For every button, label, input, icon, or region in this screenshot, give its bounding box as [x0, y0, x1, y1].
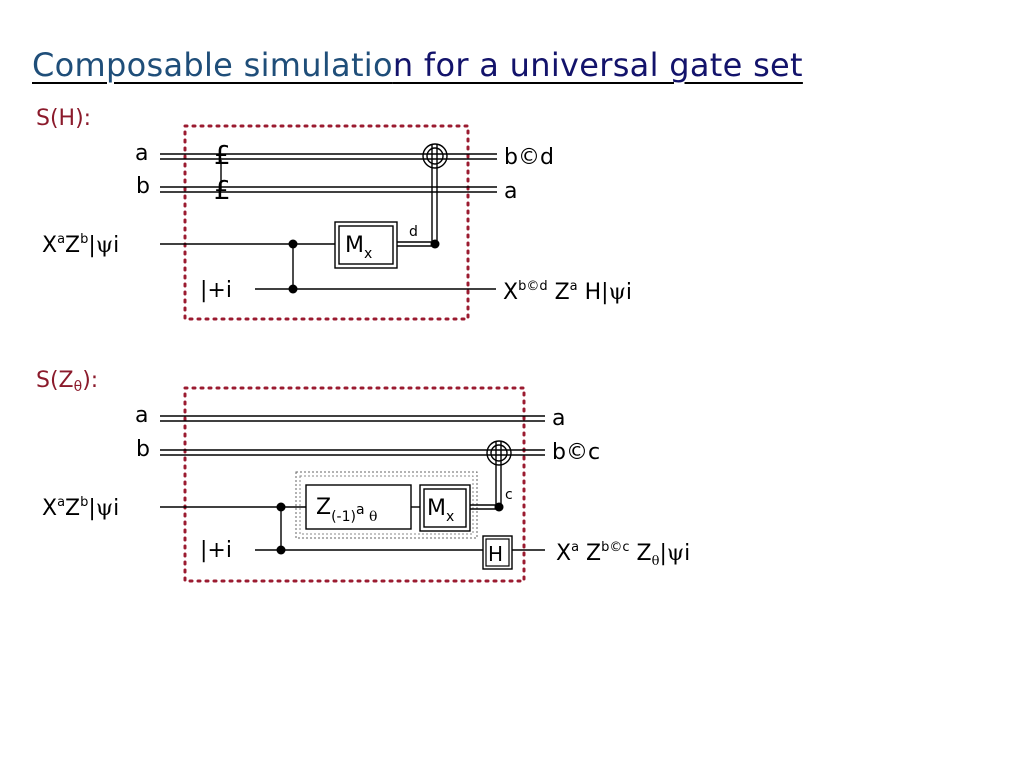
classical-control-dot	[494, 502, 504, 512]
z-rotation-label: Z(-1)a θ	[316, 495, 377, 525]
xor-target-symbol	[422, 143, 448, 169]
cz-control-dot-top	[276, 502, 286, 512]
wire-label-c: c	[505, 487, 513, 503]
cz-control-dot-bottom	[276, 545, 286, 555]
input-label-b: b	[136, 174, 150, 199]
swap-mark-top: £	[214, 141, 231, 171]
input-label-a: a	[135, 141, 148, 166]
classical-control-dot	[430, 239, 440, 249]
hadamard-gate-label: H	[488, 542, 503, 566]
section-label-phase-base: S(Z	[36, 368, 74, 393]
measure-x-gate-outer	[334, 221, 398, 269]
slide-title: Composable simulation for a universal ga…	[32, 46, 803, 84]
output-state-label: Xb©d Za H|ψi	[503, 279, 632, 305]
measure-x-gate-outer	[419, 484, 471, 532]
wire-label-d: d	[409, 224, 418, 240]
phase-circuit: Z(-1)a θ Mx c H a b X	[42, 386, 690, 583]
output-label-top: b©d	[504, 145, 554, 170]
measure-x-gate-inner	[423, 488, 467, 528]
hadamard-gate-inner	[485, 538, 510, 567]
output-state-label: Xa Zb©c Zθ|ψi	[556, 540, 690, 569]
input-label-a: a	[135, 403, 148, 428]
input-state-label: XaZb|ψi	[42, 495, 119, 521]
measure-x-gate-inner	[338, 225, 394, 265]
title-part-1: Composable simulatio	[32, 46, 393, 84]
section-label-hadamard: S(H):	[36, 106, 92, 131]
swap-mark-bottom: £	[214, 176, 231, 206]
ancilla-label: |+i	[200, 278, 232, 303]
dotted-boundary-box	[183, 124, 470, 321]
hadamard-circuit: £ £ Mx d a	[42, 124, 632, 321]
cz-control-dot-bottom	[288, 284, 298, 294]
output-label-mid: a	[504, 179, 517, 204]
section-label-phase-theta: θ	[73, 379, 83, 395]
section-label-phase: S(Zθ):	[36, 368, 99, 395]
measure-x-label: Mx	[345, 233, 372, 262]
output-label-top: a	[552, 406, 565, 431]
cz-control-dot-top	[288, 239, 298, 249]
input-state-label: XaZb|ψi	[42, 232, 119, 258]
section-label-phase-tail: ):	[82, 368, 99, 393]
output-label-mid: b©c	[552, 440, 600, 465]
hadamard-gate-outer	[482, 535, 513, 570]
dotted-boundary-box	[183, 386, 526, 583]
xor-target-symbol	[486, 440, 512, 466]
input-label-b: b	[136, 437, 150, 462]
ancilla-label: |+i	[200, 538, 232, 563]
measure-x-label: Mx	[427, 496, 454, 525]
title-part-2: n for a universal gate set	[392, 46, 803, 84]
